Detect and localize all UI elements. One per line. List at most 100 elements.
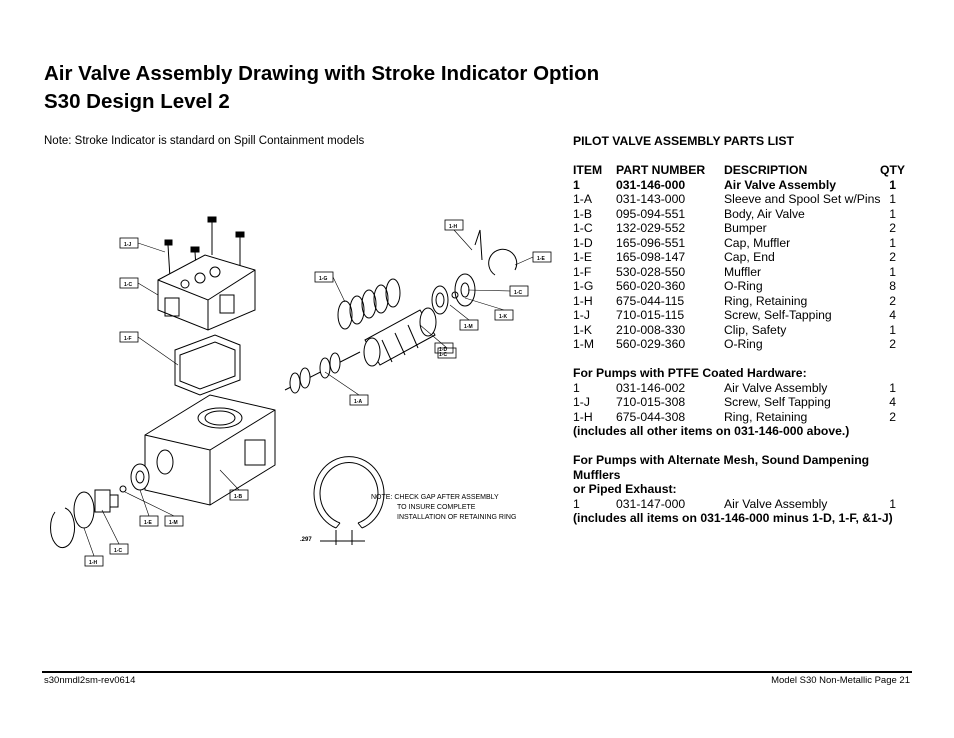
item-cell: 1-F	[573, 264, 592, 279]
qty-cell: 1	[889, 235, 896, 250]
qty-cell: 2	[889, 337, 896, 351]
bumper-left	[130, 463, 150, 491]
qty-cell: 1	[889, 264, 896, 279]
part-number-cell: 031-143-000	[616, 192, 686, 206]
qty-cell: 2	[889, 409, 896, 424]
callout-1-e-a: 1-E	[537, 256, 545, 262]
part-number-cell: 675-044-308	[616, 409, 686, 424]
spool	[284, 351, 361, 394]
retaining-ring-note: NOTE: CHECK GAP AFTER ASSEMBLY TO INSURE…	[371, 493, 516, 523]
callout-1-k: 1-K	[499, 314, 507, 320]
callout-1-m-b: 1-M	[169, 520, 178, 526]
description-cell: Air Valve Assembly	[724, 177, 837, 192]
callout-1-j: 1-J	[124, 242, 131, 248]
item-cell: 1-B	[573, 206, 592, 221]
part-number-cell: 031-146-002	[616, 380, 686, 395]
callout-1-c-b: 1-C	[514, 290, 522, 296]
callout-1-d: 1-D	[439, 347, 447, 353]
qty-cell: 1	[889, 177, 896, 192]
callout-1-c-c: 1-C	[114, 548, 122, 554]
callout-1-f: 1-F	[124, 336, 132, 342]
table-row: 1-A 031-143-000 Sleeve and Spool Set w/Pin…	[573, 192, 913, 207]
item-cell: 1-K	[573, 322, 592, 337]
header-item: ITEM	[573, 163, 603, 177]
retaining-ring-detail	[313, 456, 385, 545]
footer-divider	[42, 671, 912, 673]
item-cell: 1-D	[573, 235, 593, 250]
parts-list: PILOT VALVE ASSEMBLY PARTS LIST ITEM PAR…	[573, 134, 913, 526]
description-cell: Ring, Retaining	[724, 293, 808, 308]
description-cell: Air Valve Assembly	[724, 380, 828, 395]
parts-rows: 1 031-146-000 Air Valve Assembly 1 1-A 031-14…	[573, 178, 913, 352]
description-cell: Bumper	[724, 221, 767, 235]
callout-1-c-a: 1-C	[124, 282, 132, 288]
parts-list-title: PILOT VALVE ASSEMBLY PARTS LIST	[573, 134, 794, 148]
title-line-2: S30 Design Level 2	[44, 90, 230, 113]
mesh-heading-2: or Piped Exhaust:	[573, 482, 677, 496]
qty-cell: 1	[889, 192, 896, 206]
description-cell: O-Ring	[724, 337, 763, 351]
description-cell: Air Valve Assembly	[724, 496, 828, 511]
standard-note: Note: Stroke Indicator is standard on Sp…	[44, 135, 365, 147]
callout-1-b: 1-B	[234, 494, 242, 500]
air-valve-body	[144, 394, 276, 506]
part-number-cell: 710-015-115	[616, 308, 685, 322]
part-number-cell: 031-146-000	[616, 177, 686, 192]
item-cell: 1-J	[573, 395, 590, 409]
qty-cell: 1	[889, 496, 896, 511]
item-cell: 1	[573, 496, 580, 511]
part-number-cell: 210-008-330	[616, 322, 686, 337]
retaining-ring-right	[488, 248, 518, 276]
item-cell: 1-J	[573, 308, 590, 322]
header-description: DESCRIPTION	[724, 163, 808, 177]
qty-cell: 4	[889, 308, 896, 322]
end-cap-left	[94, 489, 119, 513]
description-cell: Sleeve and Spool Set w/Pins	[724, 192, 881, 206]
safety-clip	[474, 229, 483, 261]
part-number-cell: 095-094-551	[616, 206, 686, 221]
part-number-cell: 560-020-360	[616, 279, 686, 293]
description-cell: Ring, Retaining	[724, 409, 808, 424]
mesh-note: (includes all items on 031-146-000 minus…	[573, 511, 893, 525]
description-cell: O-Ring	[724, 279, 763, 293]
air-valve-exploded-drawing: 1-J 1-C 1-F 1-G 1-H 1-E 1-C 1-M 1-K 1-A …	[50, 216, 552, 567]
callout-1-a: 1-A	[354, 399, 362, 405]
parts-list-header: ITEM PART NUMBER DESCRIPTION QTY	[573, 163, 913, 178]
mesh-heading-1: For Pumps with Alternate Mesh, Sound Dam…	[573, 453, 870, 482]
part-number-cell: 165-098-147	[616, 250, 686, 264]
qty-cell: 2	[889, 221, 896, 235]
item-cell: 1	[573, 380, 580, 395]
footer-doc-id: s30nmdl2sm-rev0614	[44, 675, 136, 686]
screw-3	[235, 231, 245, 270]
description-cell: Screw, Self Tapping	[724, 395, 831, 409]
description-cell: Cap, End	[724, 250, 775, 264]
callout-1-g: 1-G	[319, 276, 327, 282]
part-number-cell: 675-044-115	[616, 293, 685, 308]
item-cell: 1-G	[573, 279, 594, 293]
muffler	[174, 334, 241, 396]
description-cell: Muffler	[724, 264, 762, 279]
item-cell: 1-C	[573, 221, 593, 235]
table-row: 1-J 710-015-115 Screw, Self-Tapping 4	[573, 308, 913, 323]
callout-1-h-b: 1-H	[89, 560, 97, 566]
item-cell: 1-M	[573, 337, 594, 351]
title-line-1: Air Valve Assembly Drawing with Stroke I…	[44, 62, 600, 85]
note-line-3: INSTALLATION OF RETAINING RING	[397, 514, 517, 521]
end-cap-right	[431, 285, 449, 315]
item-cell: 1-A	[573, 192, 592, 206]
part-number-cell: 710-015-308	[616, 395, 686, 409]
qty-cell: 1	[889, 322, 896, 337]
description-cell: Screw, Self-Tapping	[724, 308, 832, 322]
